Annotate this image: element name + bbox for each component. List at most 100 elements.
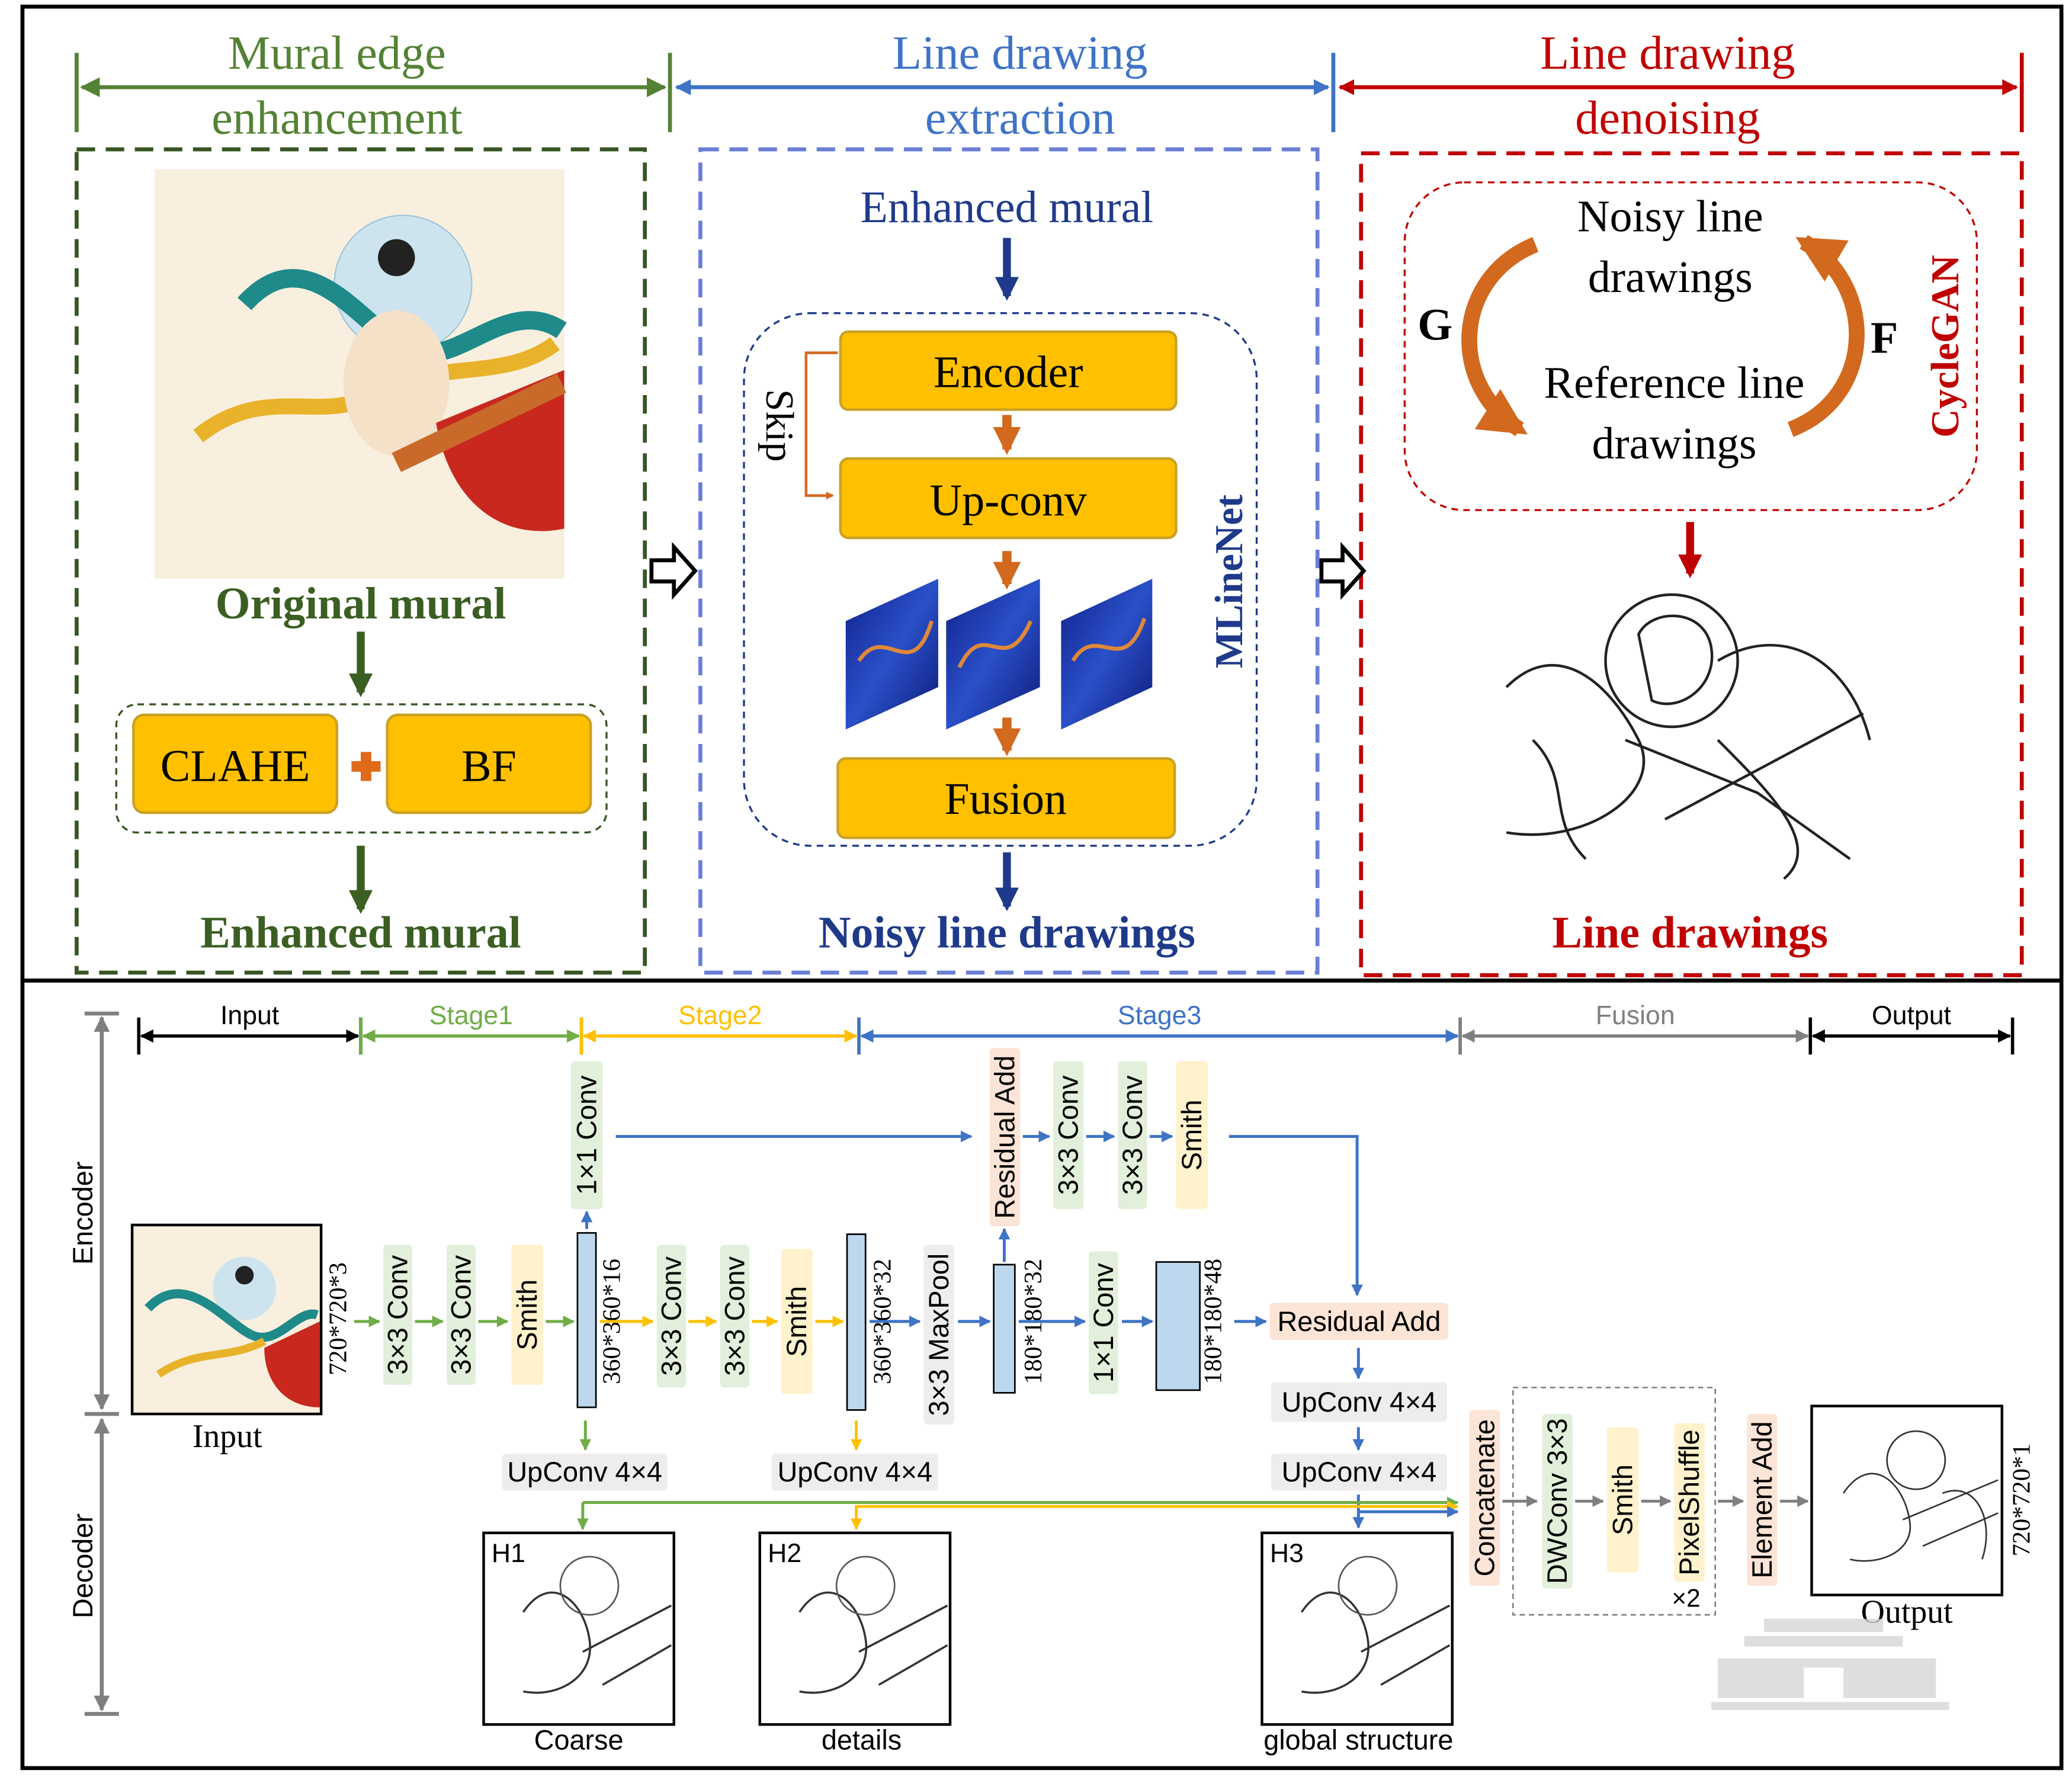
span-stage2: Stage2 <box>579 1001 861 1055</box>
span-label-output: Output <box>1872 1001 1952 1030</box>
upconv-block-label: UpConv 4×4 <box>507 1457 662 1487</box>
pixelshuffle-block-label: PixelShuffle <box>1674 1429 1705 1575</box>
feature-map: 180*180*32 <box>993 1259 1047 1394</box>
feature-dim-label: 180*180*48 <box>1199 1259 1227 1384</box>
smith-block: Smith <box>1606 1427 1639 1573</box>
output-dim-label: 720*720*1 <box>2008 1444 2036 1557</box>
pixelshuffle-block: PixelShuffle <box>1674 1423 1705 1582</box>
enhanced-mural-input-label: Enhanced mural <box>861 182 1154 232</box>
skip-label: Skip <box>758 389 801 462</box>
upconv-block: UpConv 4×4 <box>1271 1453 1447 1491</box>
encoder-box <box>839 330 1178 411</box>
section-2-title-line1: Line drawing <box>893 27 1147 79</box>
noisy-line-drawings-label: Noisy line drawings <box>819 908 1195 958</box>
bf-label: BF <box>461 741 517 791</box>
smith-block: Smith <box>781 1249 813 1394</box>
generator-f-label: F <box>1871 313 1898 363</box>
head-label: H1 <box>492 1539 525 1568</box>
span-label-stage3: Stage3 <box>1118 1001 1201 1030</box>
mlinenet-group <box>743 312 1258 847</box>
preprocess-group <box>115 703 608 834</box>
conv3x3-block: 3×3 Conv <box>656 1245 687 1388</box>
flow-arrow <box>1229 1135 1363 1297</box>
conv3x3-block-label: 3×3 Conv <box>446 1255 477 1374</box>
feature-maps-image <box>845 579 1153 730</box>
conv1x1-skip-block: 1×1 Conv <box>570 1061 603 1210</box>
original-mural-label: Original mural <box>216 579 506 628</box>
enhancement-panel <box>75 147 647 975</box>
building-watermark-logo <box>1711 1618 1949 1710</box>
encoder-label: Encoder <box>934 348 1083 397</box>
upconv-block: UpConv 4×4 <box>771 1453 938 1491</box>
smith-block-label: Smith <box>512 1279 543 1351</box>
denoising-panel <box>1359 151 2024 977</box>
head-caption: global structure <box>1263 1725 1453 1756</box>
conv3x3-block: 3×3 Conv <box>446 1245 477 1385</box>
plus-icon <box>351 752 381 781</box>
head-caption: Coarse <box>534 1725 624 1756</box>
conv1x1-block-label: 1×1 Conv <box>1088 1263 1119 1383</box>
span-stage3: Stage3 <box>857 1001 1462 1055</box>
span-fusion: Fusion <box>1458 1001 1813 1055</box>
span-label-stage2: Stage2 <box>678 1001 762 1030</box>
residual-add-block: Residual Add <box>990 1048 1021 1227</box>
input-label: Input <box>193 1418 262 1455</box>
span-output: Output <box>1808 1001 2015 1055</box>
upconv-block: UpConv 4×4 <box>502 1453 668 1491</box>
reference-line-text-2: drawings <box>1592 419 1757 469</box>
input-mural-image <box>130 1223 323 1416</box>
enhanced-mural-label: Enhanced mural <box>200 908 521 958</box>
output-line-drawing-image <box>1810 1404 2003 1596</box>
maxpool-block-label: 3×3 MaxPool <box>923 1253 954 1416</box>
section-1-title-line1: Mural edge <box>228 27 446 79</box>
clahe-box <box>132 713 339 814</box>
smith-block-label: Smith <box>1176 1099 1207 1170</box>
head-caption: details <box>822 1725 902 1756</box>
extraction-panel <box>698 147 1320 975</box>
conv3x3-block-label: 3×3 Conv <box>1053 1075 1084 1195</box>
head-label: H2 <box>768 1539 801 1568</box>
upconv-block-label: UpConv 4×4 <box>1282 1387 1437 1417</box>
conv3x3-block-label: 3×3 Conv <box>719 1256 750 1375</box>
cyclegan-group <box>1403 181 1978 511</box>
section-1-title-line2: enhancement <box>211 91 463 144</box>
skip-connection-arrow <box>804 351 838 500</box>
section-span-arrows <box>75 53 2024 133</box>
stage-spans: Input Stage1 Stage2 Stage3 Fusion Output <box>137 1001 2015 1055</box>
conv3x3-block: 3×3 Conv <box>1053 1061 1084 1210</box>
conv3x3-block: 3×3 Conv <box>382 1245 413 1385</box>
span-label-stage1: Stage1 <box>429 1001 513 1030</box>
decoder-axis-label: Decoder <box>68 1513 98 1618</box>
conv3x3-block: 3×3 Conv <box>1117 1061 1148 1210</box>
section-3-title-line2: denoising <box>1575 91 1760 144</box>
upconv-block: UpConv 4×4 <box>1271 1382 1447 1422</box>
noisy-line-text-1: Noisy line <box>1577 191 1763 241</box>
span-stage1: Stage1 <box>359 1001 583 1055</box>
encoder-axis-label: Encoder <box>68 1162 98 1265</box>
dwconv-block: DWConv 3×3 <box>1542 1414 1573 1589</box>
input-dim-label: 720*720*3 <box>324 1262 352 1375</box>
conv3x3-block-label: 3×3 Conv <box>656 1256 687 1375</box>
section-2-title-line2: extraction <box>925 91 1115 144</box>
line-drawing-result-image <box>1505 593 1871 880</box>
span-label-input: Input <box>220 1001 280 1030</box>
smith-block-label: Smith <box>1608 1464 1638 1535</box>
decoder-output-h2: H2 details <box>758 1531 952 1756</box>
clahe-label: CLAHE <box>161 741 310 791</box>
upconv-box <box>839 457 1178 540</box>
hollow-arrow-right-icon <box>649 541 698 600</box>
original-mural-image <box>155 169 567 579</box>
dwconv-block-label: DWConv 3×3 <box>1542 1418 1573 1584</box>
element-add-block-label: Element Add <box>1747 1421 1778 1579</box>
maxpool-block: 3×3 MaxPool <box>923 1245 954 1425</box>
conv1x1-skip-block-label: 1×1 Conv <box>572 1075 602 1195</box>
fusion-repeat-group <box>1512 1387 1717 1616</box>
span-input: Input <box>137 1001 363 1055</box>
feature-map: 180*180*48 <box>1155 1259 1227 1391</box>
generator-g-label: G <box>1417 300 1452 349</box>
conv3x3-block-label: 3×3 Conv <box>1117 1075 1148 1195</box>
curved-arrow-g <box>1461 237 1539 437</box>
